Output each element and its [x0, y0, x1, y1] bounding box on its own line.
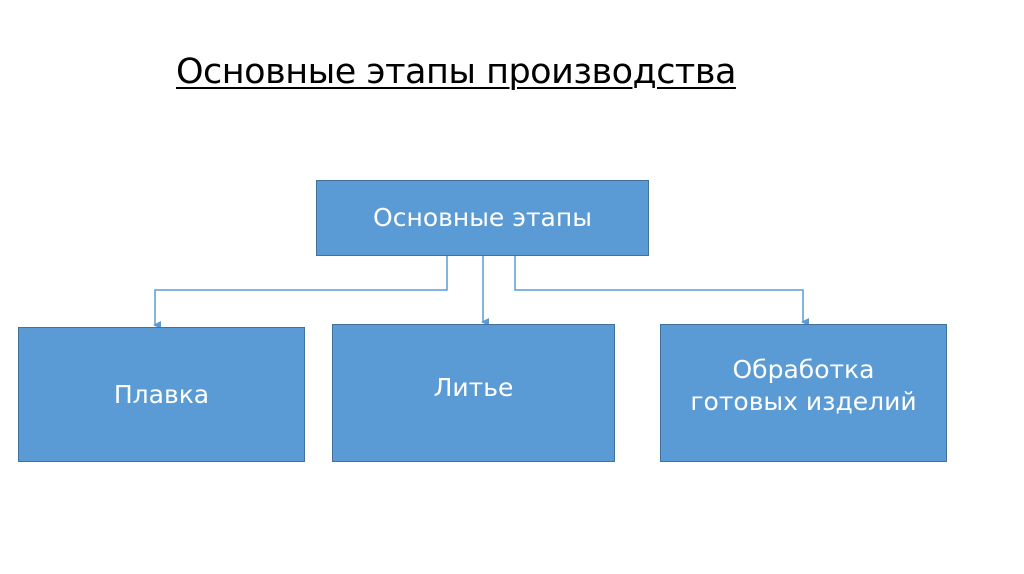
child-node-plavka: Плавка	[18, 327, 305, 462]
root-node-label: Основные этапы	[373, 203, 592, 232]
connector-to-plavka	[153, 256, 448, 329]
child-node-label: Плавка	[113, 379, 210, 409]
child-node-lite: Литье	[332, 324, 615, 462]
connector-to-obrabotka	[514, 256, 809, 326]
child-node-label: Обработка готовых изделий	[690, 355, 917, 416]
child-node-label: Литье	[433, 373, 514, 402]
slide-title: Основные этапы производства	[176, 52, 736, 92]
root-node-box: Основные этапы	[316, 180, 649, 256]
child-node-obrabotka: Обработка готовых изделий	[660, 324, 947, 462]
